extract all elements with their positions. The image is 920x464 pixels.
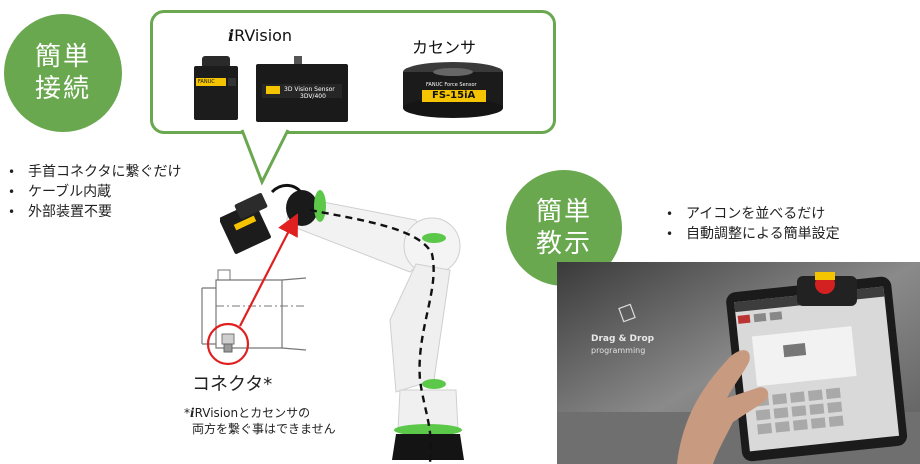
connect-feature-item: 外部装置不要: [6, 202, 181, 222]
easy-connect-badge-line1: 簡単: [34, 41, 91, 72]
teach-feature-item: アイコンを並べるだけ: [664, 204, 840, 224]
connector-drawing: [201, 269, 306, 366]
note-irvision-rest: RVision: [194, 406, 239, 420]
vision-sensor-model-text: 3DV/400: [300, 93, 326, 100]
video-overlay-subtitle: programming: [591, 346, 646, 355]
force-sensor-image: [403, 62, 503, 118]
teach-feature-item: 自動調整による簡単設定: [664, 224, 840, 244]
connector-label: コネクタ*: [192, 374, 273, 395]
easy-connect-badge: 簡単 接続: [4, 14, 122, 132]
easy-teach-badge-line2: 教示: [535, 229, 592, 259]
compatibility-note-line2: 両方を繋ぐ事はできません: [192, 422, 336, 436]
irvision-label-prefix: i: [228, 26, 235, 45]
wrist-camera: [220, 184, 304, 254]
easy-connect-badge-line2: 接続: [34, 74, 91, 104]
connect-feature-item: 手首コネクタに繋ぐだけ: [6, 162, 181, 182]
cobot-arm-illustration: [220, 184, 464, 463]
camera-brand-text: FANUC: [198, 79, 215, 85]
teach-pendant-video-still: Drag & Drop programming: [557, 262, 920, 464]
video-overlay-title: Drag & Drop: [591, 334, 655, 344]
force-sensor-label: カセンサ: [412, 38, 477, 57]
force-sensor-model-text: FS-15iA: [432, 90, 476, 101]
connect-feature-list: 手首コネクタに繋ぐだけ ケーブル内蔵 外部装置不要: [6, 162, 181, 222]
note-line1-suffix: とカセンサの: [238, 406, 311, 420]
easy-teach-badge-line1: 簡単: [535, 196, 592, 227]
irvision-label-rest: RVision: [234, 26, 293, 45]
video-scene: [557, 262, 920, 464]
vision-sensor-box-text: 3D Vision Sensor: [284, 86, 335, 93]
note-asterisk: *: [184, 406, 190, 420]
3d-vision-sensor-image: [256, 56, 348, 122]
compatibility-note: *iRVisionとカセンサの 両方を繋ぐ事はできません: [184, 405, 336, 437]
connect-feature-item: ケーブル内蔵: [6, 182, 181, 202]
callout-pointer: [240, 129, 290, 186]
compatibility-note-line1: *iRVisionとカセンサの: [184, 405, 336, 421]
note-irvision-prefix: i: [190, 406, 195, 420]
teach-feature-list: アイコンを並べるだけ 自動調整による簡単設定: [664, 204, 840, 244]
force-sensor-brand-text: FANUC Force Sensor: [426, 82, 477, 88]
irvision-camera-image: [194, 56, 238, 120]
irvision-label: iRVision: [228, 26, 292, 45]
